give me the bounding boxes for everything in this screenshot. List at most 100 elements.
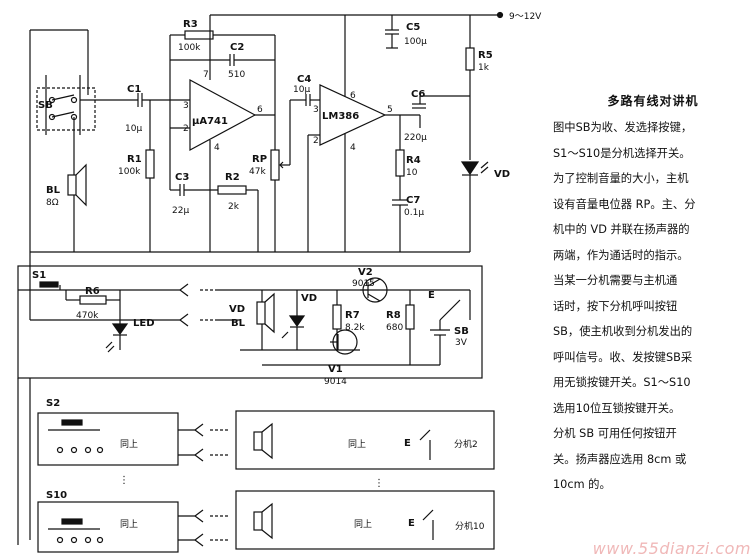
description-line: 当某一分机需要与主机通 bbox=[553, 274, 678, 287]
resistor-r1: R1 100k bbox=[118, 100, 155, 252]
r3-value: 100k bbox=[178, 43, 201, 53]
vd-bl-label: VD bbox=[229, 304, 245, 315]
main-station-box bbox=[17, 265, 483, 379]
resistor-r6: R6 470k bbox=[65, 286, 121, 321]
speaker-main: BL 8Ω bbox=[46, 117, 87, 252]
description-line: 话时，按下分机呼叫按钮 bbox=[553, 299, 678, 313]
c5-label: C5 bbox=[406, 22, 420, 33]
transistor-v1: V1 9014 bbox=[324, 329, 358, 387]
ext-station-2: 同上 E 分机2 bbox=[235, 410, 495, 470]
supply-rail: 9～12V bbox=[210, 11, 542, 22]
r8-value: 680 bbox=[386, 323, 403, 333]
same-label-4: 同上 bbox=[354, 519, 372, 530]
connector-arrows-main bbox=[179, 283, 470, 327]
supply-label: 9～12V bbox=[509, 12, 542, 22]
vd2-label: VD bbox=[301, 293, 317, 304]
s2-label: S2 bbox=[46, 398, 60, 409]
r8-label: R8 bbox=[386, 310, 401, 321]
v1-label: V1 bbox=[328, 364, 343, 375]
r4-label: R4 bbox=[406, 155, 421, 166]
resistor-r8: R8 680 bbox=[386, 290, 415, 365]
description-line: 10cm 的。 bbox=[553, 478, 611, 491]
r2-value: 2k bbox=[228, 202, 240, 212]
capacitor-c5: C5 100μ bbox=[385, 15, 427, 49]
e2-label: E bbox=[404, 438, 411, 449]
ic1-label: μA741 bbox=[192, 116, 228, 127]
led-label: LED bbox=[133, 318, 155, 329]
r7-label: R7 bbox=[345, 310, 360, 321]
resistor-r4: R4 10 bbox=[395, 115, 421, 200]
amplifier-lm386: LM386 3 2 6 4 5 bbox=[307, 15, 420, 252]
r6-label: R6 bbox=[85, 286, 100, 297]
description-line: 为了控制音量的大小，主机 bbox=[553, 172, 689, 185]
pin-label: 6 bbox=[350, 91, 356, 101]
bl-value: 8Ω bbox=[46, 198, 59, 208]
ext-row-s2: S2 同上 bbox=[37, 398, 228, 466]
resistor-r3: R3 100k bbox=[169, 19, 276, 190]
sb-switch: SB bbox=[29, 29, 96, 252]
description-body: 图中SB为收、发选择按键， S1～S10是分机选择开关。 为了控制音量的大小，主… bbox=[553, 115, 753, 498]
sb2-value: 3V bbox=[455, 338, 468, 348]
c7-label: C7 bbox=[406, 195, 420, 206]
same-label-2: 同上 bbox=[348, 439, 366, 450]
led-vd-ext: VD bbox=[281, 290, 317, 350]
description-line: S1～S10是分机选择开关。 bbox=[553, 146, 691, 160]
pin-label: 4 bbox=[350, 143, 356, 153]
pin-label: 4 bbox=[214, 143, 220, 153]
v1-value: 9014 bbox=[324, 377, 347, 387]
e3-label: E bbox=[408, 518, 415, 529]
description-line: 设有音量电位器 RP。主、分 bbox=[553, 197, 696, 211]
opamp-ua741: μA741 3 2 7 4 6 bbox=[170, 60, 275, 252]
c3-value: 22μ bbox=[172, 206, 189, 216]
description-line: 图中SB为收、发选择按键， bbox=[553, 121, 693, 134]
ext10-label: 分机10 bbox=[455, 520, 485, 532]
resistor-r5: R5 1k bbox=[465, 15, 493, 160]
c2-value: 510 bbox=[228, 70, 245, 80]
same-label-1: 同上 bbox=[120, 439, 138, 450]
sb2-label: SB bbox=[454, 326, 469, 337]
c7-value: 0.1μ bbox=[404, 208, 424, 218]
ext-row-s10: S10 同上 bbox=[37, 490, 228, 553]
r1-label: R1 bbox=[127, 154, 142, 165]
r5-value: 1k bbox=[478, 63, 490, 73]
led-main: LED bbox=[105, 300, 155, 353]
capacitor-c4: C4 10μ bbox=[289, 74, 320, 165]
c6-label: C6 bbox=[411, 89, 425, 100]
pin-label: 2 bbox=[313, 136, 319, 146]
rp-value: 47k bbox=[249, 167, 266, 177]
resistor-r2: R2 2k bbox=[217, 172, 259, 252]
ext2-label: 分机2 bbox=[454, 438, 478, 450]
capacitor-c3: C3 22μ bbox=[170, 172, 218, 216]
r6-value: 470k bbox=[76, 311, 99, 321]
vd-label: VD bbox=[494, 169, 510, 180]
c6-value: 220μ bbox=[404, 133, 427, 143]
r5-label: R5 bbox=[478, 50, 493, 61]
r1-value: 100k bbox=[118, 167, 141, 177]
watermark: www.55dianzi.com bbox=[592, 539, 751, 558]
c3-label: C3 bbox=[175, 172, 189, 183]
pin-label: 3 bbox=[183, 101, 189, 111]
r4-value: 10 bbox=[406, 168, 418, 178]
ext-station-10: 同上 E 分机10 bbox=[235, 490, 495, 550]
description-line: 呼叫信号。收、发按键SB采 bbox=[553, 350, 693, 364]
r3-label: R3 bbox=[183, 19, 198, 30]
description-line: 分机 SB 可用任何按钮开 bbox=[553, 427, 677, 440]
c2-label: C2 bbox=[230, 42, 244, 53]
led-vd-main: VD bbox=[460, 161, 510, 252]
description-title: 多路有线对讲机 bbox=[607, 94, 699, 108]
s10-label: S10 bbox=[46, 490, 67, 501]
v2-value: 9015 bbox=[352, 279, 375, 289]
pin-label: 7 bbox=[203, 70, 209, 80]
v2-label: V2 bbox=[358, 267, 373, 278]
e-label: E bbox=[428, 290, 435, 301]
c1-value: 10μ bbox=[125, 124, 142, 134]
description-line: 选用10位互锁按键开关。 bbox=[553, 401, 681, 415]
capacitor-c6: C6 220μ bbox=[404, 89, 470, 143]
pin-label: 3 bbox=[313, 105, 319, 115]
potentiometer-rp: RP 47k bbox=[249, 115, 290, 252]
speaker-ext1: VD BL bbox=[229, 290, 275, 350]
s1-label: S1 bbox=[32, 270, 46, 281]
ellipsis-1: ⋮ bbox=[119, 475, 129, 486]
